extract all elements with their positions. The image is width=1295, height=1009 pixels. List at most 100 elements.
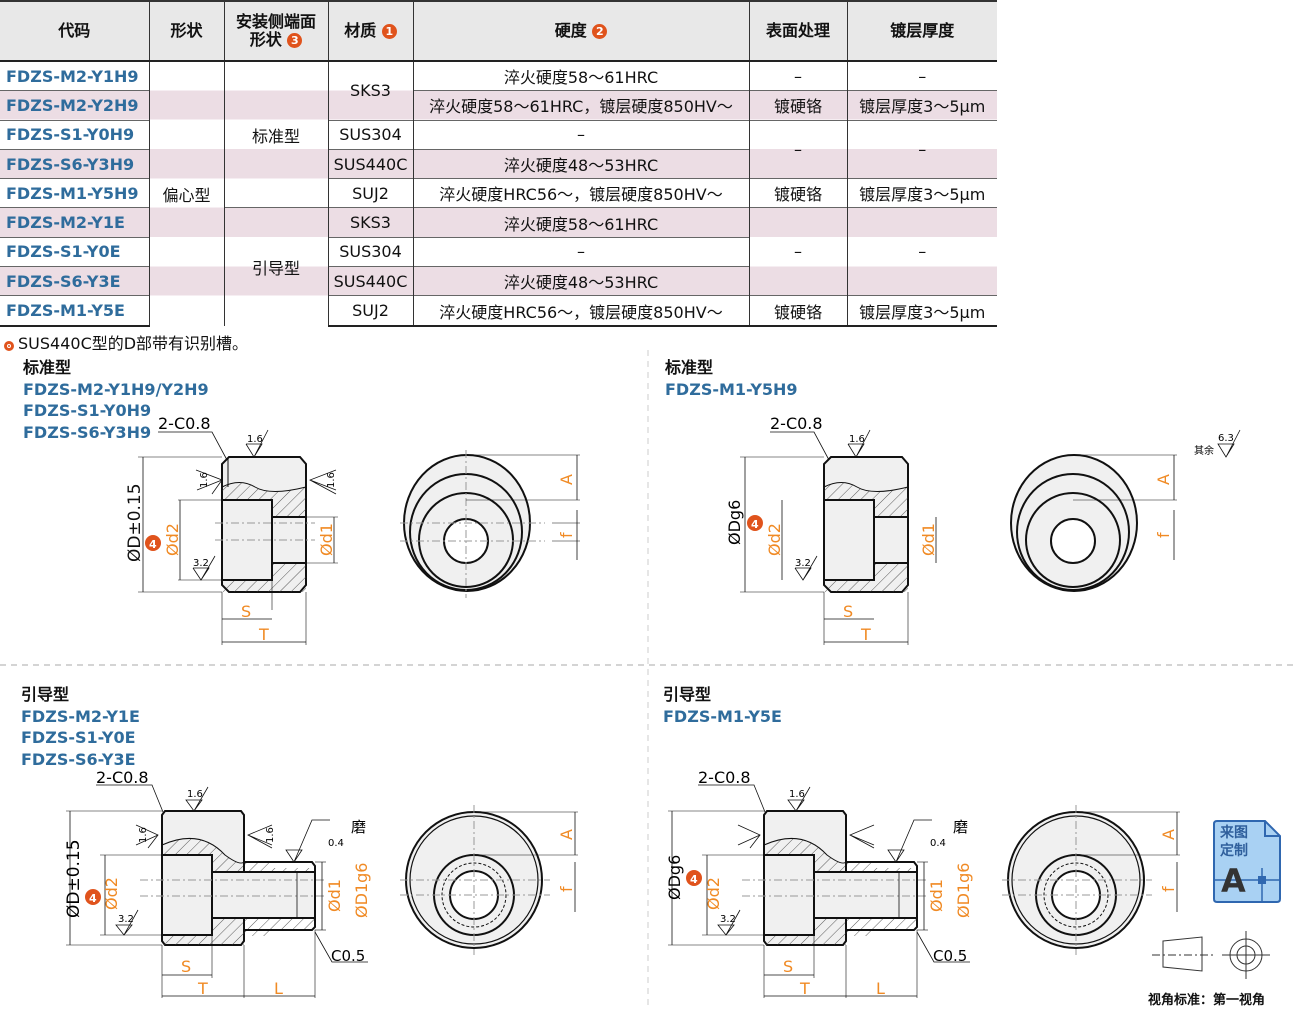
header-shape: 形状	[148, 0, 224, 62]
standard-side-view-2	[740, 429, 1241, 645]
section-guide-1: 引导型 FDZS-M2-Y1E FDZS-S1-Y0E FDZS-S6-Y3E	[21, 685, 140, 769]
table-row: FDZS-M2-Y2H9 淬火硬度58～61HRC，镀层硬度850HV～ 镀硬铬…	[0, 90, 997, 121]
material-cell: SUS440C	[327, 148, 413, 179]
projection-standard: 视角标准：第一视角	[1148, 993, 1266, 1008]
svg-text:1.6: 1.6	[199, 472, 210, 488]
table-row: FDZS-M2-Y1H9 偏心型 标准型 SKS3 淬火硬度58～61HRC –…	[0, 60, 997, 326]
code-cell[interactable]: FDZS-S6-Y3E	[0, 266, 149, 296]
svg-text:f: f	[557, 886, 576, 892]
svg-text:f: f	[557, 532, 576, 538]
svg-text:1.6: 1.6	[326, 472, 337, 488]
thickness-cell: –	[846, 60, 997, 91]
hardness-cell: 淬火硬度48～53HRC	[412, 148, 749, 179]
code-cell[interactable]: FDZS-S6-Y3H9	[0, 148, 149, 179]
code-cell[interactable]: FDZS-S1-Y0E	[0, 236, 149, 267]
standard-front-view	[400, 450, 580, 598]
svg-text:ØD±0.15: ØD±0.15	[125, 483, 145, 562]
svg-text:ØD±0.15: ØD±0.15	[64, 839, 84, 918]
code-cell[interactable]: FDZS-M2-Y1E	[0, 207, 149, 238]
svg-text:C0.5: C0.5	[331, 947, 365, 965]
svg-text:2-C0.8: 2-C0.8	[96, 768, 149, 787]
table-row: FDZS-M2-Y1E 引导型 SKS3 淬火硬度58～61HRC – –	[0, 207, 997, 326]
thickness-cell: –	[846, 119, 997, 179]
svg-text:1.6: 1.6	[265, 827, 276, 843]
material-cell: SUS440C	[327, 266, 413, 296]
svg-text:S: S	[181, 957, 191, 976]
svg-text:Ød1: Ød1	[927, 879, 946, 912]
svg-text:ØDg6: ØDg6	[725, 500, 744, 545]
code-cell[interactable]: FDZS-M1-Y5E	[0, 295, 149, 327]
section-standard-1: 标准型 FDZS-M2-Y1H9/Y2H9 FDZS-S1-Y0H9 FDZS-…	[23, 358, 209, 442]
svg-text:L: L	[274, 979, 283, 998]
code-cell[interactable]: FDZS-S1-Y0H9	[0, 119, 149, 150]
svg-text:4: 4	[690, 873, 698, 886]
table-header: 代码 形状 安装侧端面形状 3 材质 1 硬度 2 表面处理 镀层厚度	[0, 0, 997, 62]
svg-text:A: A	[557, 829, 576, 840]
note-num-3: 3	[287, 33, 303, 48]
header-install: 安装侧端面形状 3	[223, 0, 328, 62]
standard-front-view-labels: A f	[557, 474, 576, 538]
surface-cell: 镀硬铬	[748, 90, 847, 121]
hardness-cell: –	[412, 236, 749, 267]
svg-text:3.2: 3.2	[720, 914, 736, 925]
surface-cell: 镀硬铬	[748, 178, 847, 208]
svg-text:3.2: 3.2	[193, 558, 209, 569]
note-num-1: 1	[381, 24, 397, 39]
svg-text:Ød1: Ød1	[325, 879, 344, 912]
code-cell[interactable]: FDZS-M2-Y2H9	[0, 90, 149, 121]
surface-cell: –	[748, 60, 847, 91]
svg-text:2-C0.8: 2-C0.8	[698, 768, 751, 787]
install-cell: 引导型	[223, 207, 328, 326]
svg-text:2-C0.8: 2-C0.8	[770, 414, 823, 433]
first-angle-projection-icon	[1152, 931, 1270, 979]
code-cell[interactable]: FDZS-M1-Y5H9	[0, 178, 149, 208]
svg-text:T: T	[860, 625, 871, 644]
hardness-cell: 淬火硬度HRC56～，镀层硬度850HV～	[412, 178, 749, 208]
svg-text:3.2: 3.2	[118, 914, 134, 925]
table-row: FDZS-S1-Y0E SUS304 –	[0, 236, 997, 267]
svg-text:4: 4	[89, 892, 97, 905]
svg-text:f: f	[1154, 532, 1173, 538]
code-cell[interactable]: FDZS-M2-Y1H9	[0, 60, 149, 91]
custom-drawing-badge[interactable]: 来图定制 A	[1213, 820, 1281, 903]
guide-side-view	[66, 784, 578, 998]
footnote: SUS440C型的D部带有识别槽。	[4, 330, 248, 354]
material-cell: SKS3	[327, 207, 413, 238]
svg-text:1.6: 1.6	[138, 827, 149, 843]
svg-text:1.6: 1.6	[789, 789, 805, 800]
svg-text:4: 4	[149, 538, 157, 551]
svg-text:Ød2: Ød2	[102, 877, 121, 910]
svg-text:S: S	[843, 602, 853, 621]
svg-text:L: L	[876, 979, 885, 998]
hardness-cell: 淬火硬度HRC56～，镀层硬度850HV～	[412, 295, 749, 327]
note-num-2: 2	[592, 24, 608, 39]
standard-side-view-labels: 2-C0.8 1.6 1.6 1.6 3.2 ØD±0.15 4 Ød2 Ød1…	[125, 414, 337, 644]
badge-label: 来图定制	[1220, 825, 1248, 859]
table-row: FDZS-S1-Y0H9 SUS304 – – –	[0, 119, 997, 179]
section-standard-2: 标准型 FDZS-M1-Y5H9	[665, 358, 798, 399]
shape-cell: 偏心型	[148, 60, 224, 326]
svg-text:A: A	[1154, 474, 1173, 485]
svg-text:ØD1g6: ØD1g6	[352, 863, 371, 918]
header-thickness: 镀层厚度	[846, 0, 997, 62]
svg-text:T: T	[258, 625, 269, 644]
svg-text:C0.5: C0.5	[933, 947, 967, 965]
svg-text:f: f	[1159, 886, 1178, 892]
svg-text:Ød1: Ød1	[317, 523, 336, 556]
header-material: 材质 1	[327, 0, 413, 62]
hardness-cell: 淬火硬度58～61HRC	[412, 60, 749, 91]
svg-text:6.3: 6.3	[1218, 433, 1234, 444]
spec-table: 代码 形状 安装侧端面形状 3 材质 1 硬度 2 表面处理 镀层厚度 FDZS…	[0, 0, 997, 327]
material-cell: SUS304	[327, 236, 413, 267]
thickness-cell: –	[846, 207, 997, 296]
thickness-cell: 镀层厚度3～5μm	[846, 178, 997, 208]
svg-text:ØD1g6: ØD1g6	[954, 863, 973, 918]
material-cell: SUJ2	[327, 178, 413, 208]
svg-text:1.6: 1.6	[187, 789, 203, 800]
svg-text:T: T	[197, 979, 208, 998]
svg-text:A: A	[1159, 829, 1178, 840]
header-code: 代码	[0, 0, 149, 62]
guide-side-view-labels: 2-C0.8 1.6 1.6 1.6 3.2 0.4 磨 C0.5 ØD±0.1…	[64, 768, 576, 998]
hardness-cell: –	[412, 119, 749, 150]
surface-cell: –	[748, 119, 847, 179]
